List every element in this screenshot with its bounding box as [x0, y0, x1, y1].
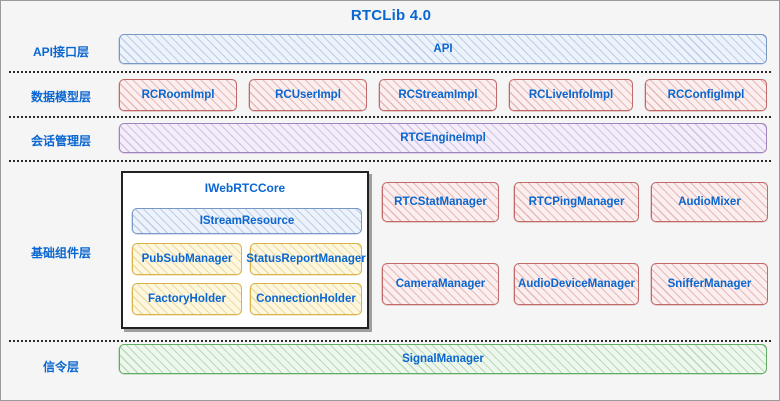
layer-label-signaling: 信令层 [42, 360, 79, 374]
block-api-label: API [433, 42, 453, 55]
block-api[interactable]: API [118, 34, 767, 65]
block-sniffermanager[interactable]: SnifferManager [650, 263, 768, 306]
block-rcconfigimpl-label: RCConfigImpl [667, 88, 745, 101]
block-rtcstatmanager-label: RTCStatManager [394, 195, 487, 208]
block-audiomixer-label: AudioMixer [678, 195, 741, 208]
block-rcuserimpl-label: RCUserImpl [275, 88, 341, 101]
block-sniffermanager-label: SnifferManager [667, 277, 752, 290]
block-connectionholder-label: ConnectionHolder [256, 292, 356, 305]
layer-label-data-model: 数据模型层 [30, 90, 91, 104]
block-cameramanager[interactable]: CameraManager [381, 263, 499, 306]
layer-label-session: 会话管理层 [30, 134, 91, 148]
block-istreamresource[interactable]: IStreamResource [131, 208, 362, 235]
block-rtcengineimpl[interactable]: RTCEngineImpl [118, 123, 767, 154]
block-rtcpingmanager[interactable]: RTCPingManager [513, 182, 639, 223]
layer-label-components: 基础组件层 [30, 246, 91, 260]
diagram-title: RTCLib 4.0 [350, 7, 432, 24]
block-audiodevicemanager[interactable]: AudioDeviceManager [513, 263, 639, 306]
block-audiodevicemanager-label: AudioDeviceManager [518, 277, 635, 290]
layer-separator-1 [9, 71, 771, 73]
block-rcroomimpl-label: RCRoomImpl [141, 88, 215, 101]
layer-separator-4 [9, 340, 771, 342]
group-iwebrtccore: IWebRTCCore IStreamResource PubSubManage… [121, 171, 369, 329]
block-istreamresource-label: IStreamResource [199, 214, 295, 227]
block-pubsubmanager-label: PubSubManager [141, 252, 233, 265]
layer-separator-2 [9, 116, 771, 118]
block-signalmanager[interactable]: SignalManager [118, 344, 767, 375]
block-statusreportmanager[interactable]: StatusReportManager [246, 243, 366, 276]
layer-separator-3 [9, 160, 771, 162]
block-statusreportmanager-label: StatusReportManager [246, 252, 366, 265]
block-signalmanager-label: SignalManager [402, 352, 484, 365]
block-rcliveinfoimpl[interactable]: RCLiveInfoImpl [508, 79, 633, 112]
block-rtcstatmanager[interactable]: RTCStatManager [381, 182, 499, 223]
block-pubsubmanager[interactable]: PubSubManager [131, 243, 242, 276]
block-rcstreamimpl-label: RCStreamImpl [398, 88, 478, 101]
group-iwebrtccore-title: IWebRTCCore [204, 181, 286, 195]
block-rcroomimpl[interactable]: RCRoomImpl [118, 79, 237, 112]
block-rtcengineimpl-label: RTCEngineImpl [400, 131, 486, 144]
block-rcconfigimpl[interactable]: RCConfigImpl [644, 79, 767, 112]
block-rtcpingmanager-label: RTCPingManager [528, 195, 625, 208]
block-audiomixer[interactable]: AudioMixer [650, 182, 768, 223]
layer-label-api: API接口层 [32, 45, 89, 59]
block-rcliveinfoimpl-label: RCLiveInfoImpl [528, 88, 614, 101]
block-factoryholder[interactable]: FactoryHolder [131, 283, 242, 316]
block-rcstreamimpl[interactable]: RCStreamImpl [378, 79, 497, 112]
block-rcuserimpl[interactable]: RCUserImpl [248, 79, 367, 112]
block-connectionholder[interactable]: ConnectionHolder [249, 283, 362, 316]
block-cameramanager-label: CameraManager [395, 277, 486, 290]
block-factoryholder-label: FactoryHolder [148, 292, 226, 305]
